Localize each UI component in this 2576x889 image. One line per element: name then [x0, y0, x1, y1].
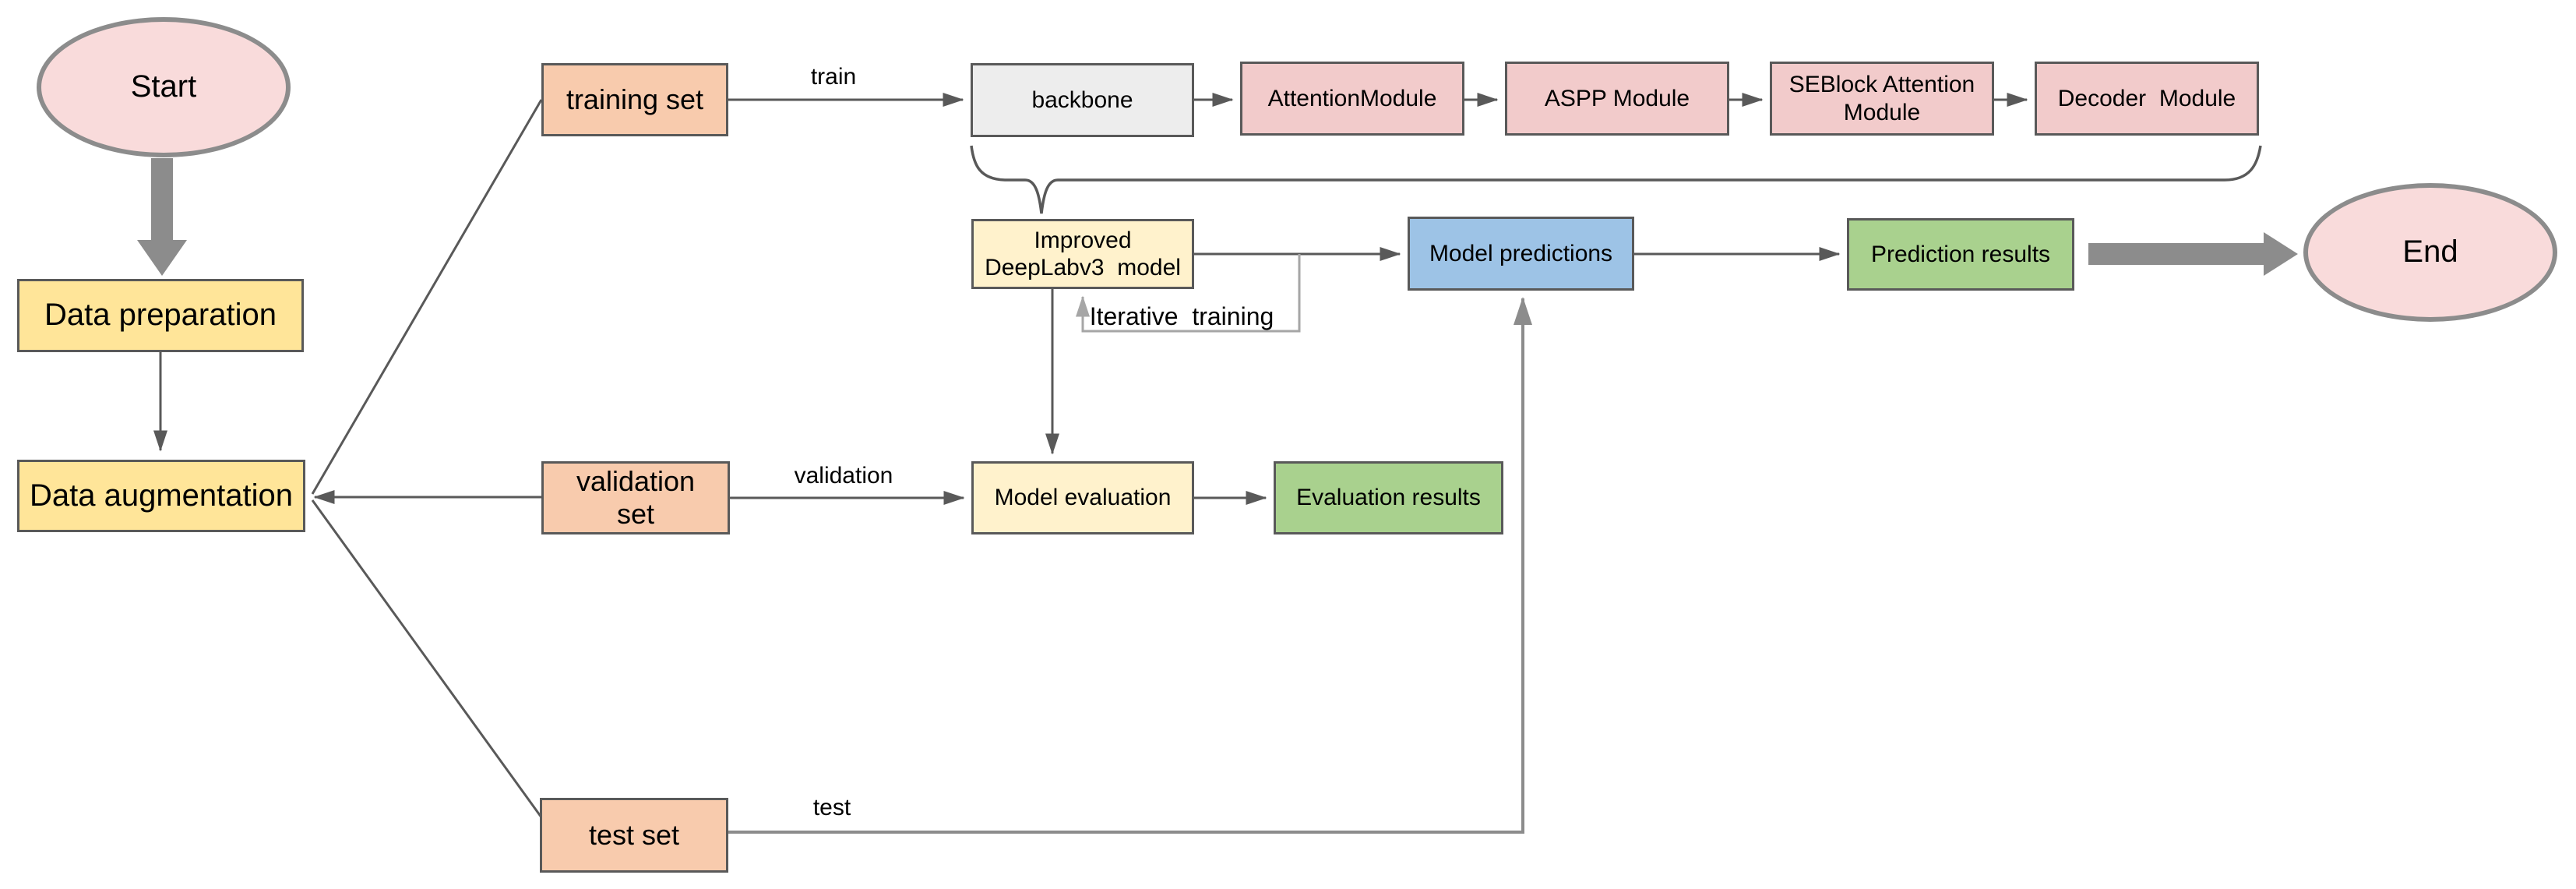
node-data-preparation: Data preparation	[17, 279, 304, 352]
model-evaluation-label: Model evaluation	[994, 485, 1172, 511]
start-terminal: Start	[37, 17, 291, 157]
node-test-set: test set	[540, 798, 728, 873]
node-decoder-module: Decoder Module	[2035, 62, 2259, 136]
node-validation-set: validation set	[541, 461, 730, 534]
node-data-augmentation: Data augmentation	[17, 460, 305, 532]
edge-label-train: train	[810, 64, 857, 90]
decoder-module-label: Decoder Module	[2057, 85, 2236, 111]
data-preparation-label: Data preparation	[44, 298, 277, 333]
line-training-set-fan	[311, 99, 543, 495]
node-model-predictions: Model predictions	[1408, 217, 1634, 291]
end-label: End	[2402, 235, 2458, 270]
thick-arrow-results-to-end	[2088, 232, 2298, 276]
node-improved-deeplabv3-model: Improved DeepLabv3 model	[971, 219, 1194, 289]
node-prediction-results: Prediction results	[1847, 218, 2074, 291]
validation-set-label-line1: validation	[576, 464, 696, 497]
validation-set-label-line2: set	[616, 498, 655, 530]
aspp-module-label: ASPP Module	[1544, 85, 1690, 111]
evaluation-results-label: Evaluation results	[1296, 485, 1481, 511]
edge-label-validation: validation	[794, 463, 893, 489]
seblock-label-line1: SEBlock Attention	[1788, 72, 1975, 98]
start-label: Start	[130, 69, 197, 104]
data-augmentation-label: Data augmentation	[29, 478, 293, 513]
attention-module-label: AttentionModule	[1267, 85, 1437, 111]
prediction-results-label: Prediction results	[1870, 241, 2051, 267]
node-backbone: backbone	[971, 63, 1194, 137]
node-training-set: training set	[541, 63, 728, 136]
seblock-label-line2: Module	[1843, 99, 1921, 125]
model-predictions-label: Model predictions	[1429, 240, 1613, 266]
arrow-test-to-predictions	[728, 297, 1532, 834]
loop-iterative-training	[1076, 254, 1301, 333]
node-evaluation-results: Evaluation results	[1274, 461, 1503, 534]
edge-label-iterative-training: Iterative training	[1089, 302, 1274, 330]
backbone-label: backbone	[1031, 86, 1133, 113]
thick-arrow-start-to-preparation	[137, 158, 187, 276]
training-set-label: training set	[566, 83, 704, 115]
end-terminal: End	[2303, 183, 2557, 322]
improved-model-label-line2: DeepLabv3 model	[985, 255, 1181, 280]
node-seblock-attention-module: SEBlock Attention Module	[1770, 62, 1994, 136]
brace-modules-to-improved-model	[970, 145, 2262, 214]
edge-label-test: test	[812, 795, 851, 820]
node-model-evaluation: Model evaluation	[971, 461, 1194, 534]
line-test-set-fan	[311, 499, 543, 818]
node-aspp-module: ASPP Module	[1505, 62, 1729, 136]
test-set-label: test set	[588, 818, 680, 851]
node-attention-module: AttentionModule	[1240, 62, 1464, 136]
improved-model-label-line1: Improved	[1034, 227, 1132, 253]
